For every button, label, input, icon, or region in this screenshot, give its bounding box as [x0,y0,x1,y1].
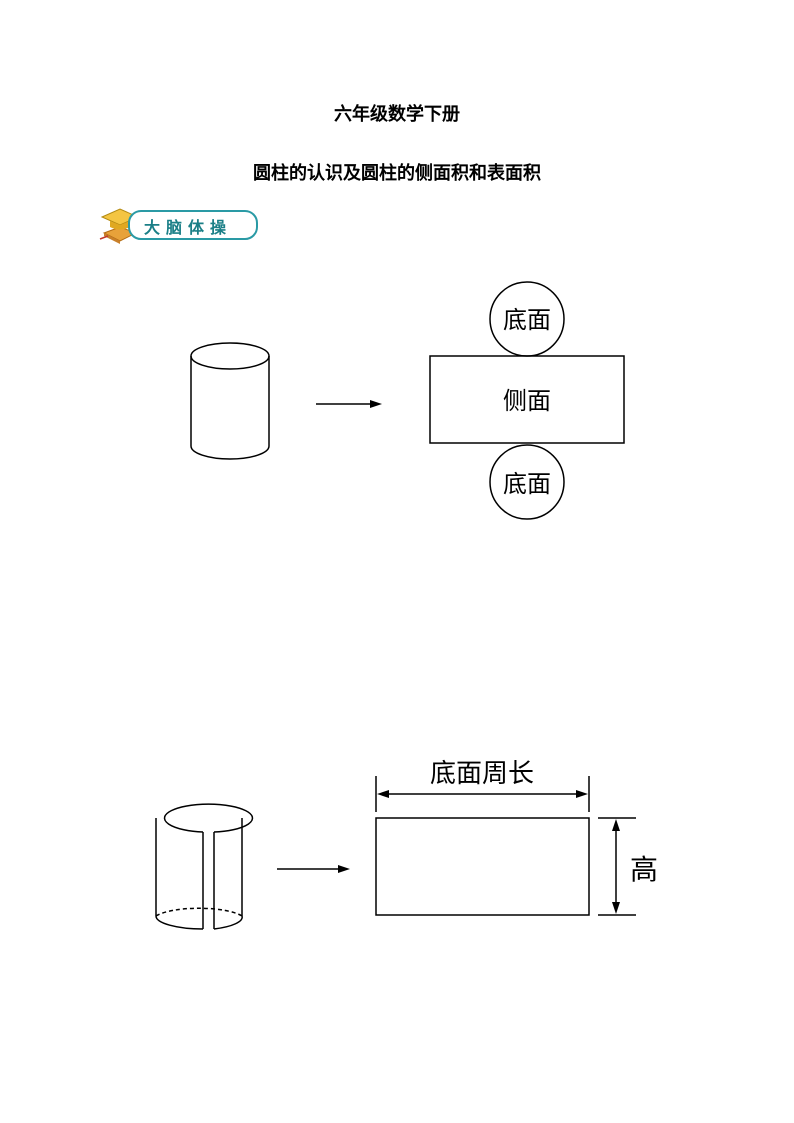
bottom-base-circle [489,444,565,520]
height-label: 高 [630,853,658,886]
section-badge: 大脑体操 [98,203,262,247]
width-dimension [375,776,590,812]
cut-cylinder-figure [155,803,254,930]
page-title: 六年级数学下册 [334,104,460,125]
unrolled-rect [375,817,590,916]
arrow-2 [277,865,350,873]
arrow-1 [316,400,382,408]
badge-label: 大脑体操 [144,218,233,237]
cut-cylinder-bottom-right [213,915,243,930]
cut-cylinder-hidden-edge [155,907,243,917]
cylinder-net [429,281,625,520]
top-circle-label: 底面 [503,306,551,334]
rect-label: 侧面 [503,387,551,415]
lateral-rect [429,355,625,444]
cut-cylinder-bottom-left [155,915,204,930]
bottom-circle-label: 底面 [503,470,551,498]
height-dimension [598,817,636,916]
width-label: 底面周长 [430,759,534,789]
cylinder-bottom-arc [190,445,270,460]
badge-bar: 大脑体操 [128,210,258,240]
cut-cylinder-top [163,803,254,833]
cylinder-top-ellipse [190,342,270,370]
cylinder-figure [190,342,270,460]
lesson-title: 圆柱的认识及圆柱的侧面积和表面积 [253,163,541,184]
